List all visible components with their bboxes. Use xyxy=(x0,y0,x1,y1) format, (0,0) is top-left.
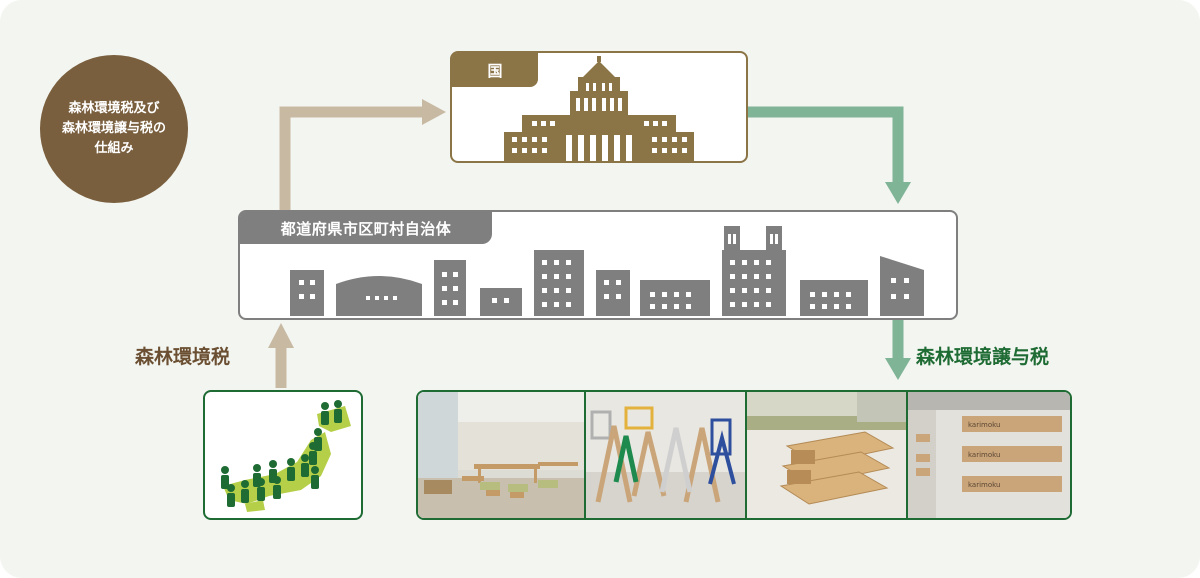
forest-environment-transfer-tax-label: 森林環境譲与税 xyxy=(916,342,1049,369)
citizens-japan-map xyxy=(203,390,363,520)
arrow-transfer-down-head xyxy=(885,182,911,204)
diet-building-icon xyxy=(452,53,746,161)
title-line-1: 森林環境税及び xyxy=(68,99,159,119)
sign-text-1: karimoku xyxy=(968,421,1000,429)
interior-furniture-image xyxy=(418,392,584,518)
wooden-trays-image xyxy=(747,392,906,518)
wooden-easels-image xyxy=(586,392,745,518)
sign-text-3: karimoku xyxy=(968,481,1000,489)
japan-map-people-icon xyxy=(205,392,361,518)
mechanism-title-badge: 森林環境税及び 森林環境譲与税の 仕組み xyxy=(40,55,188,203)
arrow-tax-up-head xyxy=(268,323,294,348)
photo-wooden-signs: karimoku karimoku karimoku xyxy=(906,392,1070,518)
arrow-tax-to-kuni-head xyxy=(422,99,446,125)
photo-interior-furniture xyxy=(418,392,584,518)
kuni-box: 国 xyxy=(450,51,748,163)
sign-text-2: karimoku xyxy=(968,451,1000,459)
title-line-2: 森林環境譲与税の xyxy=(62,119,166,139)
title-line-3: 仕組み xyxy=(94,139,133,159)
wooden-signs-image: karimoku karimoku karimoku xyxy=(908,392,1070,518)
municipalities-box: 都道府県市区町村自治体 xyxy=(238,210,958,320)
forest-environment-tax-label: 森林環境税 xyxy=(135,342,230,369)
photo-wooden-trays xyxy=(745,392,906,518)
arrow-transfer-to-use-head xyxy=(885,358,911,380)
photo-wooden-easels xyxy=(584,392,745,518)
arrow-transfer-down xyxy=(746,112,898,184)
cityscape-icon xyxy=(240,212,956,318)
usage-photos-strip: karimoku karimoku karimoku xyxy=(416,390,1072,520)
arrow-tax-to-kuni xyxy=(285,112,425,210)
